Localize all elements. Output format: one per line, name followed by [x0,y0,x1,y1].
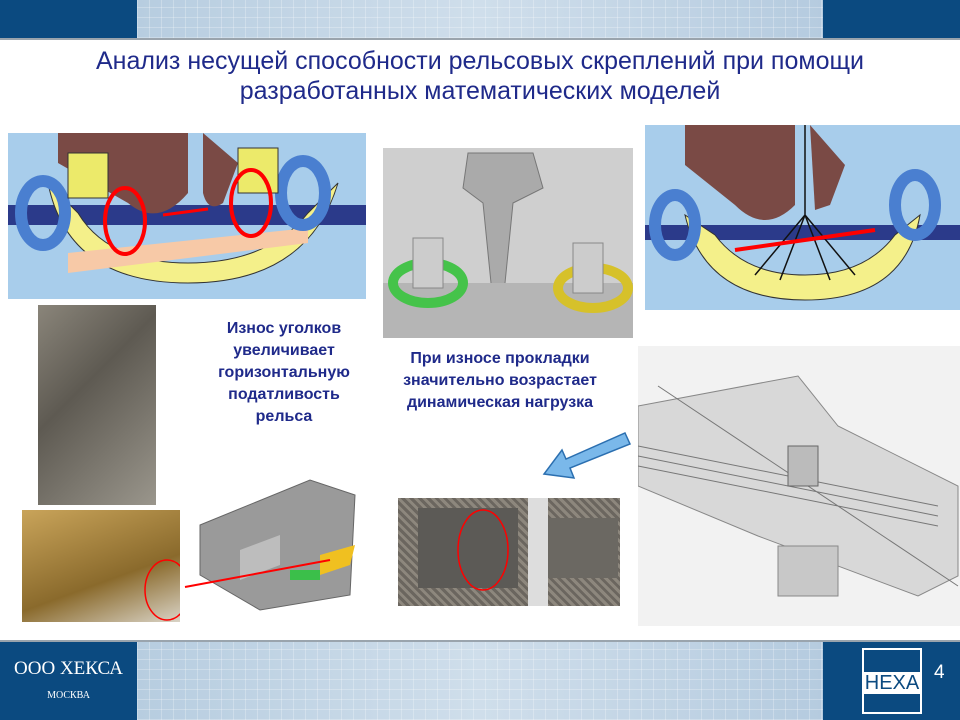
wireframe-model-image [638,346,960,626]
fastening-model-image-left [8,133,366,299]
footer-band [0,642,960,720]
worn-clip-photo [38,305,156,505]
company-name: ООО ХЕКСА [14,658,123,679]
caption-line: увеличивает [233,342,335,359]
rail-3d-model-image [383,148,633,338]
track-pad-photo [398,498,620,606]
hexa-logo: HEXA [862,648,922,714]
caption-line: горизонтальную [218,364,350,381]
title-line-1: Анализ несущей способности рельсовых скр… [95,47,865,75]
header-mesh-image [137,0,823,38]
blue-arrow-icon [542,432,632,479]
caption-line: рельса [255,408,313,425]
header-divider [0,38,960,40]
company-city: МОСКВА [47,690,90,701]
caption-line: Износ уголков [226,320,342,337]
footer-divider [0,640,960,642]
caption-pad-wear: При износе прокладки значительно возраст… [380,348,620,414]
title-line-2: разработанных математических моделей [239,77,721,105]
worn-angle-photo [22,510,180,622]
slide-title: Анализ несущей способности рельсовых скр… [0,46,960,106]
caption-line: динамическая нагрузка [406,394,594,411]
logo-text: HEXA [862,672,922,694]
footer-mesh-image [137,642,823,720]
caption-line: При износе прокладки [410,350,590,367]
company-block: ООО ХЕКСА МОСКВА [0,658,137,701]
angle-fe-model-image [180,475,370,615]
caption-corner-wear: Износ уголков увеличивает горизонтальную… [200,318,368,428]
page-number: 4 [934,662,945,683]
fastening-load-model-image [645,125,960,310]
header-band [0,0,960,38]
caption-line: значительно возрастает [403,372,597,389]
caption-line: податливость [228,386,340,403]
